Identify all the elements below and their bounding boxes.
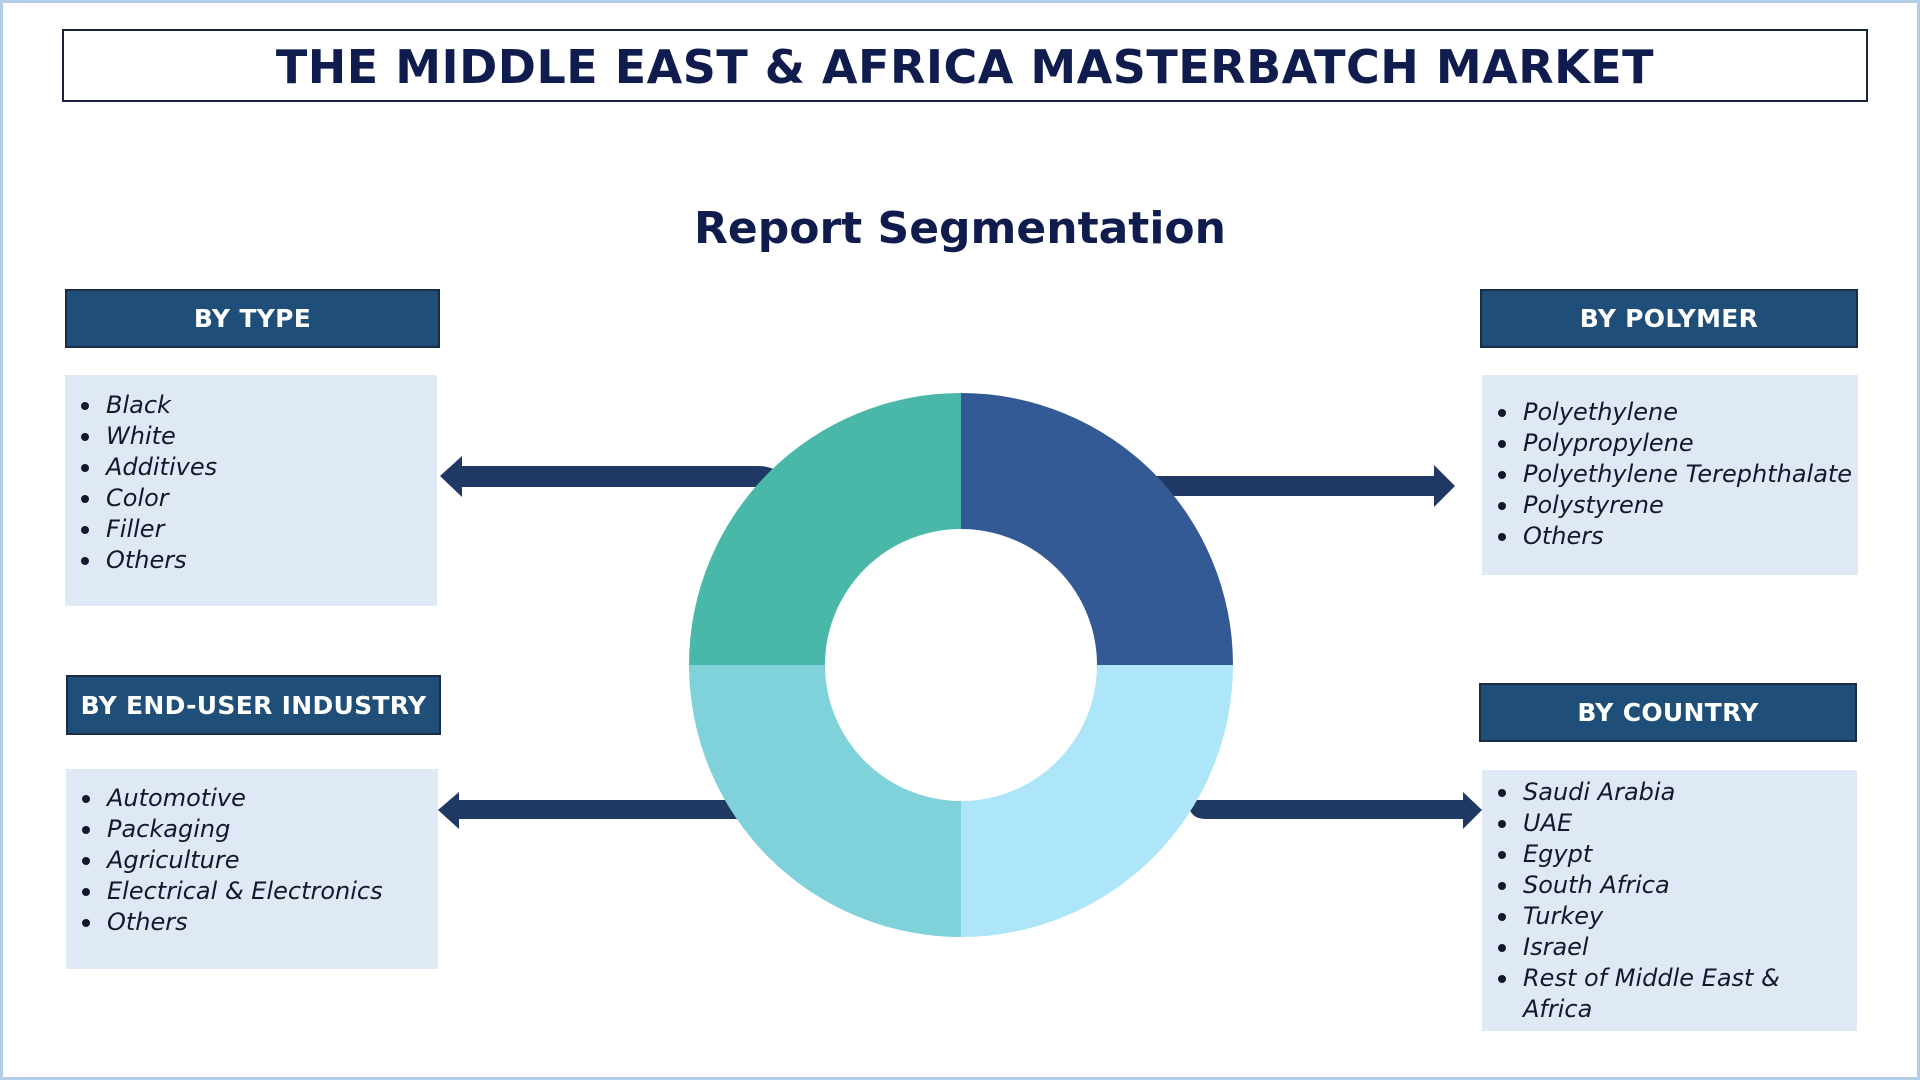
donut-quadrant-top-left xyxy=(689,393,961,665)
list-item: UAE xyxy=(1482,808,1837,839)
arrow-to-country xyxy=(1188,792,1482,829)
donut-quadrant-bottom-left xyxy=(689,665,961,937)
segment-header-type-label: BY TYPE xyxy=(193,304,312,333)
title-box: THE MIDDLE EAST & AFRICA MASTERBATCH MAR… xyxy=(62,29,1868,102)
list-item: Turkey xyxy=(1482,901,1837,932)
list-item: Others xyxy=(1482,521,1858,552)
segment-header-country-label: BY COUNTRY xyxy=(1577,698,1759,727)
segment-list-country: Saudi Arabia UAE Egypt South Africa Turk… xyxy=(1482,770,1857,1031)
section-subtitle: Report Segmentation xyxy=(694,203,1226,254)
list-item: Rest of Middle East & Africa xyxy=(1482,963,1837,1025)
segment-header-end-user-label: BY END-USER INDUSTRY xyxy=(80,690,427,720)
list-item: Black xyxy=(65,390,437,421)
arrow-to-end-user xyxy=(438,792,745,829)
arrow-to-type xyxy=(440,456,790,497)
list-item: Others xyxy=(66,907,438,938)
list-item: Filler xyxy=(65,514,437,545)
segment-list-polymer: Polyethylene Polypropylene Polyethylene … xyxy=(1482,375,1858,575)
list-item: Agriculture xyxy=(66,845,438,876)
list-item: Color xyxy=(65,483,437,514)
page-title: THE MIDDLE EAST & AFRICA MASTERBATCH MAR… xyxy=(275,39,1655,94)
list-item: Automotive xyxy=(66,783,438,814)
list-item: Others xyxy=(65,545,437,576)
segment-header-polymer-label: BY POLYMER xyxy=(1579,304,1759,333)
list-item: White xyxy=(65,421,437,452)
list-item: Additives xyxy=(65,452,437,483)
list-item: Israel xyxy=(1482,932,1837,963)
list-item: Polypropylene xyxy=(1482,428,1858,459)
list-item: Egypt xyxy=(1482,839,1837,870)
segment-header-polymer: BY POLYMER xyxy=(1480,289,1858,348)
arrow-to-polymer xyxy=(1100,465,1455,507)
list-item: Polyethylene xyxy=(1482,397,1858,428)
list-item: Packaging xyxy=(66,814,438,845)
list-item: Saudi Arabia xyxy=(1482,777,1837,808)
segment-header-type: BY TYPE xyxy=(65,289,440,348)
segment-header-country: BY COUNTRY xyxy=(1479,683,1857,742)
segment-list-type: Black White Additives Color Filler Other… xyxy=(65,375,437,606)
donut-quadrant-bottom-right xyxy=(961,665,1233,937)
list-item: Polyethylene Terephthalate xyxy=(1482,459,1858,490)
list-item: Polystyrene xyxy=(1482,490,1858,521)
list-item: South Africa xyxy=(1482,870,1837,901)
list-item: Electrical & Electronics xyxy=(66,876,438,907)
segment-list-end-user: Automotive Packaging Agriculture Electri… xyxy=(66,769,438,969)
donut-quadrant-top-right xyxy=(961,393,1233,665)
segment-header-end-user: BY END-USER INDUSTRY xyxy=(66,675,441,735)
